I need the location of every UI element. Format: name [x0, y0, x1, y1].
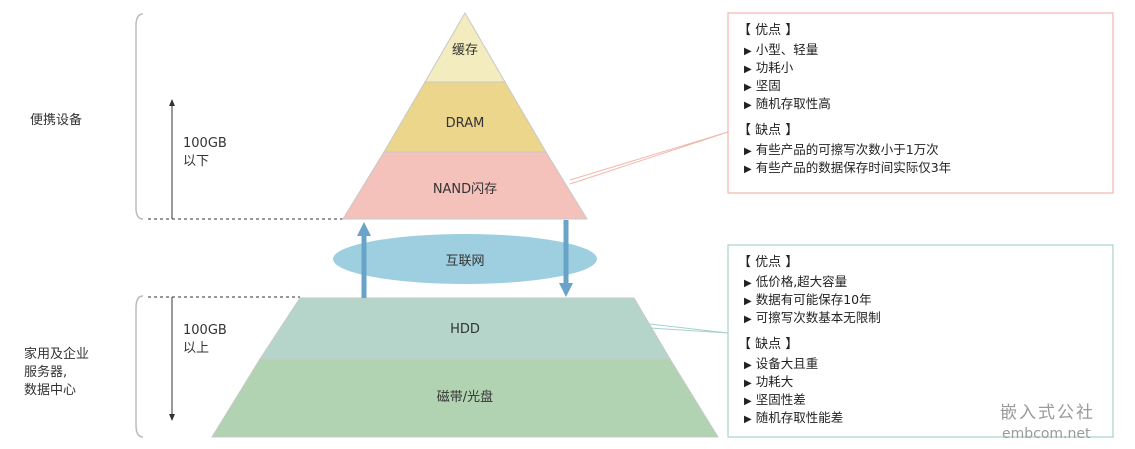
- nand-callout-line: [569, 131, 729, 185]
- portable-devices-label: 便携设备: [30, 113, 83, 128]
- pyramid-level-nand: [342, 151, 588, 220]
- server-label-line: 服务器,: [24, 365, 68, 380]
- hdd-pros-item: 低价格,超大容量: [738, 274, 881, 292]
- hdd-cons-item: 随机存取性能差: [738, 410, 881, 428]
- server-label: 家用及企业 服务器, 数据中心: [24, 346, 89, 400]
- hdd-pros-item: 数据有可能保存10年: [738, 292, 881, 310]
- hdd-cons-item: 功耗大: [738, 374, 881, 392]
- capacity-arrow-above-head: [169, 414, 175, 421]
- nand-pros-item: 小型、轻量: [738, 42, 951, 60]
- nand-cons-title: 【 缺点 】: [738, 123, 799, 138]
- nand-pros-title: 【 优点 】: [738, 23, 799, 38]
- nand-cons-item: 有些产品的数据保存时间实际仅3年: [738, 160, 951, 178]
- hdd-pros-title: 【 优点 】: [738, 255, 799, 270]
- pyramid-label-dram: DRAM: [446, 116, 485, 131]
- pyramid-label-nand: NAND闪存: [433, 182, 497, 197]
- nand-pros-item: 坚固: [738, 78, 951, 96]
- hdd-cons-title: 【 缺点 】: [738, 337, 799, 352]
- pyramid-label-cache: 缓存: [452, 43, 478, 58]
- hdd-cons-item: 设备大且重: [738, 356, 881, 374]
- server-label-line: 数据中心: [24, 383, 77, 398]
- hdd-info-text: 【 优点 】 低价格,超大容量 数据有可能保存10年 可擦写次数基本无限制 【 …: [738, 254, 881, 428]
- capacity-above-line: 以上: [183, 341, 210, 356]
- brace-server: [135, 295, 144, 438]
- pyramid-level-tape: [211, 358, 719, 438]
- internet-label: 互联网: [445, 254, 484, 269]
- nand-cons-item: 有些产品的可擦写次数小于1万次: [738, 142, 951, 160]
- capacity-below-line: 100GB: [183, 136, 227, 151]
- internet-ellipse: [333, 234, 597, 284]
- nand-info-text: 【 优点 】 小型、轻量 功耗小 坚固 随机存取性高 【 缺点 】 有些产品的可…: [738, 22, 951, 178]
- capacity-arrow-below-head: [169, 99, 175, 106]
- arrow-down-head: [559, 283, 573, 297]
- brace-portable: [135, 13, 144, 220]
- capacity-above-line: 100GB: [183, 323, 227, 338]
- hdd-callout-line: [649, 323, 729, 334]
- hdd-pros-item: 可擦写次数基本无限制: [738, 310, 881, 328]
- capacity-below-label: 100GB 以下: [183, 135, 227, 171]
- nand-pros-item: 功耗小: [738, 60, 951, 78]
- pyramid-label-hdd: HDD: [450, 322, 480, 337]
- arrow-up-head: [357, 222, 371, 236]
- server-label-line: 家用及企业: [24, 347, 90, 362]
- nand-pros-item: 随机存取性高: [738, 96, 951, 114]
- hdd-cons-item: 坚固性差: [738, 392, 881, 410]
- capacity-above-label: 100GB 以上: [183, 322, 227, 358]
- watermark-url: embcom.net: [1002, 426, 1091, 442]
- watermark-cn: 嵌入式公社: [1000, 403, 1095, 423]
- capacity-below-line: 以下: [183, 154, 210, 169]
- pyramid-label-tape: 磁带/光盘: [437, 389, 493, 405]
